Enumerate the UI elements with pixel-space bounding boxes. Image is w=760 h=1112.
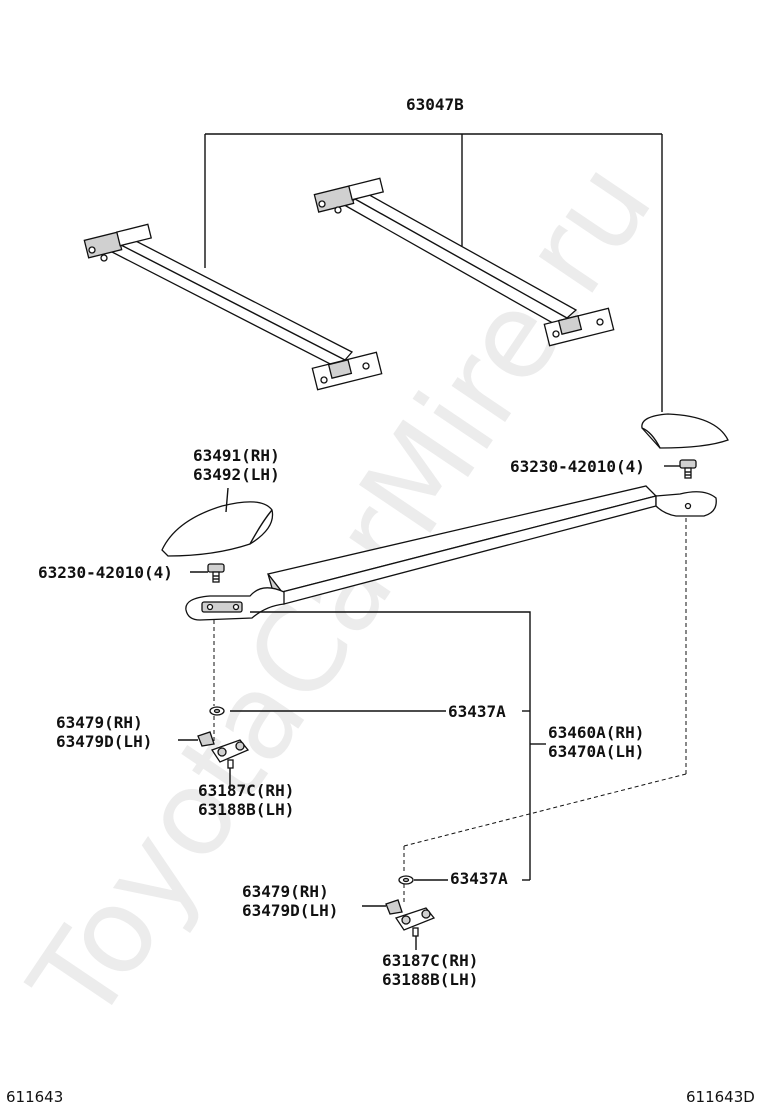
label-bracket-upper-lh[interactable]: 63188B(LH) [198, 800, 294, 819]
end-cover-left[interactable] [161, 501, 274, 557]
footer-right-id: 611643D [686, 1088, 755, 1106]
bracket-lower[interactable] [394, 907, 436, 937]
clip-lower[interactable] [385, 899, 403, 915]
label-end-cover-rh[interactable]: 63491(RH) [193, 446, 280, 465]
label-crossbar-set[interactable]: 63047B [406, 95, 464, 114]
label-screw-left[interactable]: 63230-42010(4) [38, 563, 173, 582]
label-clip-upper-rh[interactable]: 63479(RH) [56, 713, 143, 732]
label-washer-lower[interactable]: 63437A [450, 869, 508, 888]
leader-end-cover [225, 487, 229, 513]
rail-leader-lines [230, 611, 546, 881]
footer-left-id: 611643 [6, 1088, 63, 1106]
crossbar-leader-lines [204, 133, 663, 412]
label-bracket-lower-lh[interactable]: 63188B(LH) [382, 970, 478, 989]
label-clip-lower-rh[interactable]: 63479(RH) [242, 882, 329, 901]
screw-left[interactable] [207, 563, 225, 583]
crossbar-right[interactable] [313, 177, 615, 347]
end-cover-top-right[interactable] [641, 413, 729, 449]
label-clip-lower-lh[interactable]: 63479D(LH) [242, 901, 338, 920]
assembly-dashed-lines [213, 518, 687, 902]
washer-upper[interactable] [209, 706, 225, 716]
label-bracket-lower-rh[interactable]: 63187C(RH) [382, 951, 478, 970]
screw-top[interactable] [679, 459, 697, 479]
washer-lower[interactable] [398, 875, 414, 885]
label-bracket-upper-rh[interactable]: 63187C(RH) [198, 781, 294, 800]
clip-upper[interactable] [197, 731, 215, 747]
bracket-upper[interactable] [210, 739, 250, 769]
label-rail-lh[interactable]: 63470A(LH) [548, 742, 644, 761]
label-clip-upper-lh[interactable]: 63479D(LH) [56, 732, 152, 751]
crossbar-left[interactable] [83, 223, 383, 391]
side-rail[interactable] [185, 485, 717, 621]
label-rail-rh[interactable]: 63460A(RH) [548, 723, 644, 742]
label-end-cover-lh[interactable]: 63492(LH) [193, 465, 280, 484]
watermark: ToyotaCarMire.ru [3, 138, 678, 1047]
label-screw-top[interactable]: 63230-42010(4) [510, 457, 645, 476]
label-washer-upper[interactable]: 63437A [448, 702, 506, 721]
